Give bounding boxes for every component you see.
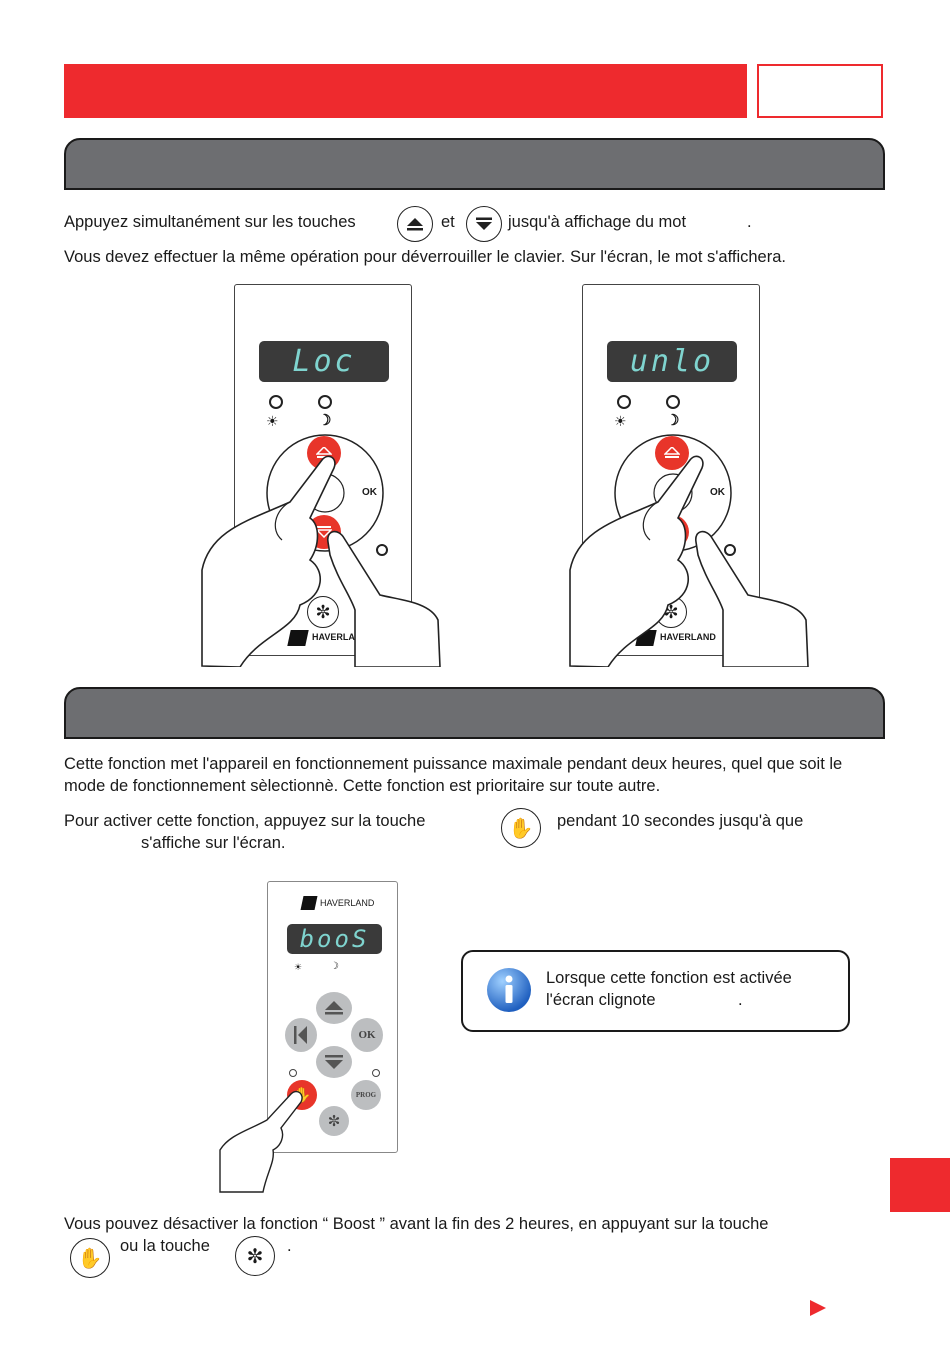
footer-line2-end: . <box>287 1237 292 1255</box>
device-panel-boost: HAVERLAND booS ☀ ☽ OK ✋ PROG ✼ <box>267 881 398 1153</box>
snowflake-icon: ✼ <box>315 601 331 622</box>
section1-paragraph2: Vous devez effectuer la même opération p… <box>64 248 786 266</box>
snowflake-key[interactable]: ✼ <box>319 1106 349 1136</box>
hand-button[interactable]: ✋ <box>70 1238 110 1278</box>
up-arrow-icon <box>407 218 423 231</box>
left-key[interactable] <box>285 1018 317 1052</box>
left-arrow-icon <box>294 1026 307 1044</box>
down-arrow-button[interactable] <box>466 206 502 242</box>
sun-icon: ☀ <box>266 413 279 429</box>
footer-line2-mid: ou la touche <box>120 1237 210 1255</box>
up-key[interactable] <box>316 992 352 1024</box>
sun-icon: ☀ <box>294 962 303 972</box>
section2-paragraph1: Cette fonction met l'appareil en fonctio… <box>64 755 843 795</box>
hands-illustration-right <box>569 455 809 667</box>
down-arrow-icon <box>476 217 492 230</box>
display-screen-lock: Loc <box>259 341 389 382</box>
snowflake-icon: ✼ <box>246 1245 264 1268</box>
footer-line1: Vous pouvez désactiver la fonction “ Boo… <box>64 1215 769 1233</box>
section1-line1-end: . <box>747 213 752 231</box>
header-page-box <box>757 64 883 118</box>
brand-name: HAVERLAND <box>660 632 716 642</box>
led-day <box>269 395 283 409</box>
header-red-bar <box>64 64 747 118</box>
down-arrow-icon <box>325 1055 343 1069</box>
prog-key[interactable]: PROG <box>351 1080 381 1110</box>
moon-icon: ☽ <box>666 412 680 429</box>
info-icon <box>487 968 531 1012</box>
up-arrow-icon <box>325 1001 343 1015</box>
moon-icon: ☽ <box>318 412 332 429</box>
hand-icon: ✋ <box>77 1247 103 1270</box>
down-key[interactable] <box>316 1046 352 1078</box>
section1-line1-part2: jusqu'à affichage du mot <box>508 213 687 231</box>
down-arrow-icon <box>316 526 332 538</box>
hand-illustration-boost <box>219 1090 303 1193</box>
ok-key[interactable]: OK <box>351 1018 383 1052</box>
brand-logo-icon <box>300 896 318 910</box>
section1-et: et <box>441 213 455 231</box>
ok-label: OK <box>362 487 377 498</box>
next-arrow-icon[interactable] <box>809 1299 827 1317</box>
up-key-pressed[interactable] <box>655 436 689 470</box>
display-screen-boost: booS <box>287 924 382 954</box>
display-screen-unlock: unlo <box>607 341 737 382</box>
section-header-boost <box>64 687 885 739</box>
section1-line1-part1: Appuyez simultanément sur les touches <box>64 213 356 231</box>
hands-illustration-left <box>201 455 441 667</box>
info-line2: l'écran clignote <box>546 991 656 1009</box>
moon-icon: ☽ <box>330 961 339 972</box>
led-prog <box>724 544 736 556</box>
snowflake-button[interactable]: ✼ <box>307 596 339 628</box>
brand-name: HAVERLAND <box>320 898 375 908</box>
snowflake-icon: ✼ <box>327 1113 341 1130</box>
led-night <box>666 395 680 409</box>
led-boost <box>289 1069 297 1077</box>
led-prog <box>376 544 388 556</box>
section2-activate-part1: Pour activer cette fonction, appuyez sur… <box>64 812 426 830</box>
info-box: Lorsque cette fonction est activée l'écr… <box>461 950 850 1032</box>
ok-label: OK <box>710 487 725 498</box>
info-line2-end: . <box>738 991 743 1009</box>
hand-button[interactable]: ✋ <box>501 808 541 848</box>
side-page-tab <box>890 1158 950 1212</box>
section2-activate-part2: pendant 10 secondes jusqu'à que <box>557 812 804 830</box>
led-day <box>617 395 631 409</box>
hand-icon: ✋ <box>508 817 534 840</box>
sun-icon: ☀ <box>614 413 627 429</box>
led-night <box>318 395 332 409</box>
section-header-lock <box>64 138 885 190</box>
up-arrow-icon <box>664 447 680 458</box>
section2-activate-line2: s'affiche sur l'écran. <box>141 834 286 852</box>
up-arrow-button[interactable] <box>397 206 433 242</box>
snowflake-button[interactable]: ✼ <box>235 1236 275 1276</box>
info-line1: Lorsque cette fonction est activée <box>546 969 792 987</box>
led-prog <box>372 1069 380 1077</box>
brand-name: HAVERLAND <box>312 632 368 642</box>
